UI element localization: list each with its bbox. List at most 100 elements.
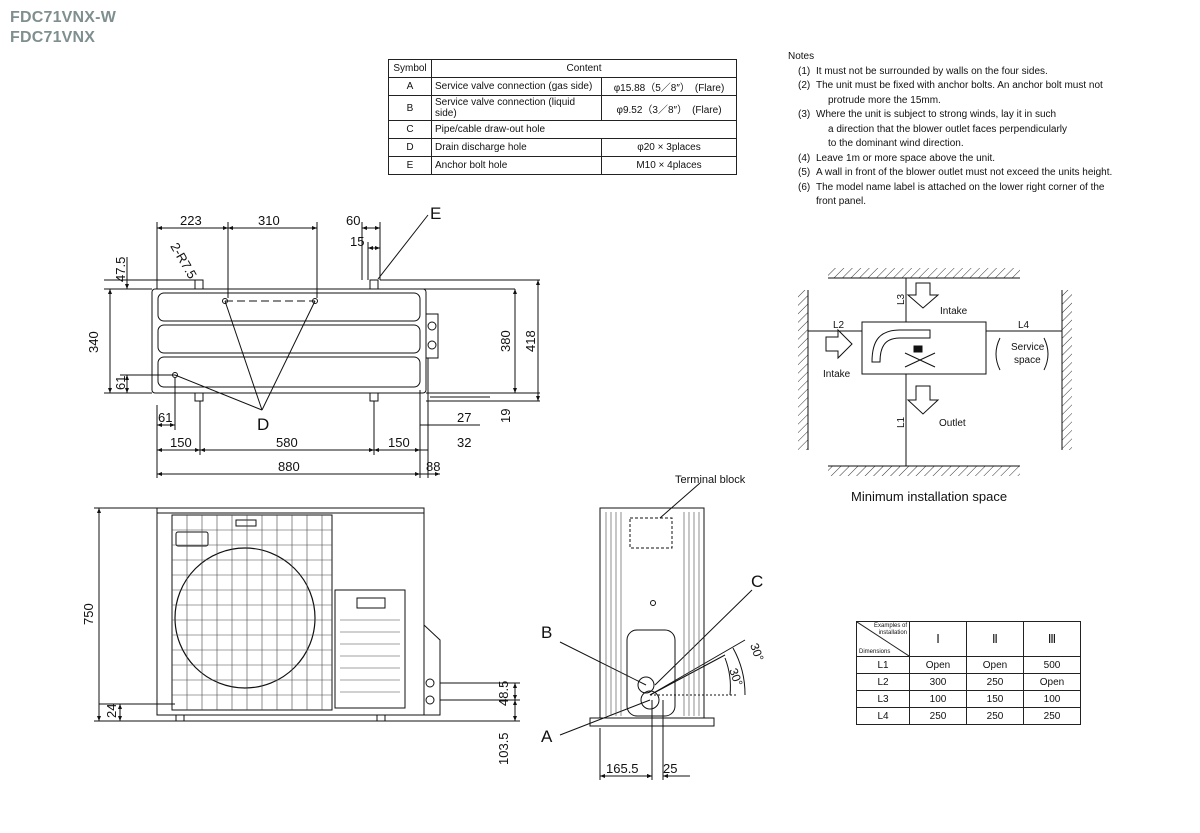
drain-hole-1 — [222, 298, 228, 304]
dims-row-label: L4 — [856, 707, 910, 725]
top-view-labels: 223 310 60 15 2-R7.5 47.5 340 61 380 418… — [86, 204, 538, 474]
valve-cover — [423, 624, 441, 716]
dims-cell: 250 — [966, 707, 1024, 725]
wall-left — [798, 290, 808, 450]
valve-side-b — [637, 676, 655, 694]
note-line: (1)It must not be surrounded by walls on… — [788, 65, 1188, 80]
note-line: a direction that the blower outlet faces… — [828, 123, 1068, 135]
table-row: L2 300 250 Open — [856, 673, 1081, 691]
note-line: (2)The unit must be fixed with anchor bo… — [788, 79, 1188, 94]
service-bracket-right — [1043, 337, 1049, 371]
dims-header-row: Examples of installation Dimensions Ⅰ Ⅱ … — [856, 621, 1081, 657]
dims-cell: 100 — [909, 690, 967, 708]
terminal-block — [629, 517, 673, 549]
installation-diagram — [798, 268, 1072, 476]
dims-corner-cell: Examples of installation Dimensions — [856, 621, 910, 657]
side-hole — [650, 600, 656, 606]
top-view — [104, 214, 540, 478]
wall-right — [1062, 290, 1072, 450]
front-logo — [175, 531, 209, 547]
fan-hub — [913, 345, 923, 353]
dim-103-5: 103.5 — [496, 732, 511, 765]
note-line: to the dominant wind direction. — [828, 138, 964, 149]
dims-cell: 250 — [966, 673, 1024, 691]
dim-340: 340 — [86, 331, 101, 353]
note-line: (5) A wall in front of the blower outlet … — [788, 166, 1188, 181]
spec-content: Anchor bolt hole — [431, 156, 602, 175]
dims-col-2: Ⅱ — [966, 621, 1024, 657]
front-view — [94, 507, 520, 722]
front-slot — [235, 519, 257, 527]
dim-580: 580 — [276, 435, 298, 450]
dim-19: 19 — [498, 409, 513, 423]
foot — [194, 392, 204, 402]
dims-cell: 500 — [1023, 656, 1081, 674]
angle-arc — [732, 647, 746, 696]
valve-side-a — [640, 690, 660, 710]
valve — [425, 695, 435, 705]
spec-table: Symbol Content A Service valve connectio… — [388, 59, 737, 175]
dims-col-3: Ⅲ — [1023, 621, 1081, 657]
note-text: A wall in front of the blower outlet mus… — [816, 167, 1113, 178]
note-number: (3) — [798, 109, 811, 120]
dims-cell: Open — [1023, 673, 1081, 691]
dims-cell: Open — [966, 656, 1024, 674]
wall-top — [828, 268, 1020, 278]
top-view-body — [151, 288, 427, 394]
fan-circle — [174, 547, 316, 689]
front-view-labels: 750 24 48.5 103.5 — [81, 603, 511, 765]
dim-310: 310 — [258, 213, 280, 228]
outlet-arrow — [906, 385, 940, 415]
label-space: space — [1014, 355, 1041, 366]
foot — [369, 279, 379, 290]
note-line: (6)The model name label is attached on t… — [788, 181, 1188, 196]
note-line: protrude more the 15mm. — [828, 94, 941, 106]
label-L4: L4 — [1018, 320, 1030, 331]
dim-48-5: 48.5 — [496, 681, 511, 706]
model-name-primary: FDC71VNX-W — [10, 9, 117, 26]
table-row: C Pipe/cable draw-out hole — [388, 120, 737, 139]
installation-title: Minimum installation space — [851, 489, 1007, 504]
corner-diagonal — [857, 622, 909, 656]
label-D: D — [257, 415, 269, 434]
corner-header-bottom: Dimensions — [859, 649, 891, 655]
valve-circle — [427, 321, 437, 331]
note-number: (5) — [798, 167, 811, 178]
dims-cell: 150 — [966, 690, 1024, 708]
table-row: L3 100 150 100 — [856, 690, 1081, 708]
dims-row-label: L2 — [856, 673, 910, 691]
valve-circle — [427, 340, 437, 350]
corner-text: Examples of — [873, 623, 907, 629]
spec-header-row: Symbol Content — [388, 59, 737, 78]
intake-arrow-left — [825, 328, 853, 360]
fan-duct — [871, 329, 931, 363]
dim-88: 88 — [426, 459, 440, 474]
drain-hole-2 — [312, 298, 318, 304]
service-bracket-left — [995, 337, 1001, 371]
side-view-ribs — [605, 512, 700, 716]
dims-row-label: L1 — [856, 656, 910, 674]
label-L1: L1 — [896, 416, 907, 428]
side-louver — [334, 589, 406, 709]
note-line: (4)Leave 1m or more space above the unit… — [788, 152, 1188, 167]
label-L2: L2 — [833, 320, 845, 331]
label-B: B — [541, 623, 552, 642]
angle-label-1: 30° — [747, 641, 766, 663]
dim-150-left: 150 — [170, 435, 192, 450]
valve — [425, 678, 435, 688]
note-number: (2) — [798, 80, 811, 91]
dim-27: 27 — [457, 410, 471, 425]
dim-750: 750 — [81, 603, 96, 625]
top-panel-1 — [157, 292, 421, 322]
dim-880: 880 — [278, 459, 300, 474]
valve-block — [425, 313, 439, 359]
front-foot — [376, 714, 386, 722]
dims-cell: Open — [909, 656, 967, 674]
dim-47-5: 47.5 — [113, 257, 128, 282]
note-text: Where the unit is subject to strong wind… — [816, 109, 1057, 120]
foot — [194, 279, 204, 290]
label-service: Service — [1011, 342, 1045, 353]
dims-cell: 250 — [1023, 707, 1081, 725]
top-panel-2 — [157, 324, 421, 354]
dims-cell: 300 — [909, 673, 967, 691]
